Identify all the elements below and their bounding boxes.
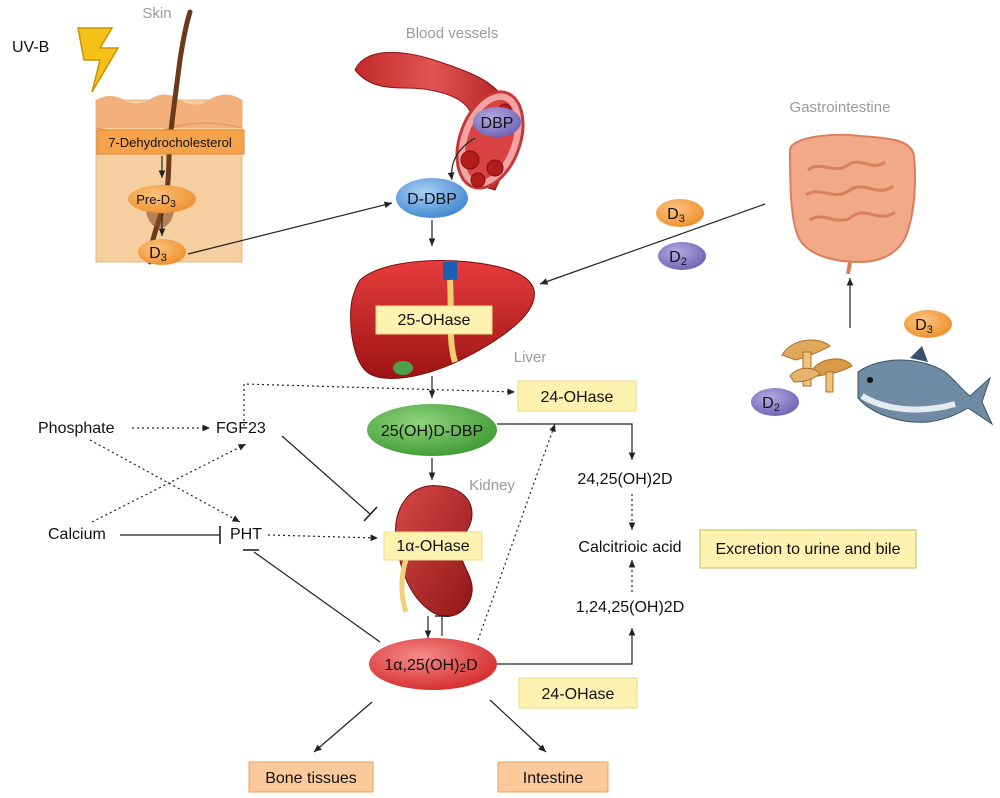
- oh-d-dbp-label: 25(OH)D-DBP: [381, 423, 483, 440]
- excretion-box: [699, 529, 917, 569]
- calcitriol-label: 1α,25(OH): [384, 657, 459, 674]
- oh-d-dbp-node: [367, 404, 497, 456]
- d3-fish-node: [904, 310, 952, 338]
- intestine-label: Intestine: [523, 770, 584, 787]
- fish-illustration: [857, 346, 994, 426]
- d2-mushroom-node: [751, 388, 799, 416]
- ohase-25-box: [375, 305, 493, 335]
- d2-mushroom-label: D: [762, 395, 774, 412]
- ohase-24-top-box: [517, 380, 637, 412]
- fgf23-label: FGF23: [216, 420, 266, 437]
- ohase-24-bottom-box: [518, 677, 638, 709]
- dbp-label: DBP: [481, 115, 514, 132]
- phosphate-label: Phosphate: [38, 420, 115, 437]
- d3-gut-node: [656, 199, 704, 227]
- d2-gut-node: [658, 242, 706, 270]
- svg-text:D3: D3: [915, 317, 933, 336]
- svg-text:D2: D2: [762, 395, 780, 414]
- region-skin-label: Skin: [142, 5, 171, 22]
- d3-fish-label: D: [915, 317, 927, 334]
- svg-text:Pre-D3: Pre-D3: [136, 192, 176, 210]
- dehydrocholesterol-box: [96, 129, 245, 155]
- d-dbp-label: D-DBP: [407, 191, 457, 208]
- uvb-label: UV-B: [12, 39, 49, 56]
- d3-skin-node: [138, 239, 186, 265]
- ohase-1a-box: [383, 531, 483, 561]
- d-1-24-25-label: 1,24,25(OH)2D: [576, 599, 685, 616]
- intestine-illustration: [788, 133, 917, 275]
- mushroom-illustration: [781, 339, 853, 393]
- svg-text:D2: D2: [669, 249, 687, 268]
- dbp-node: [473, 107, 521, 137]
- calcitriol-node: [369, 638, 497, 690]
- calcitroic-acid-label: Calcitrioic acid: [578, 539, 681, 556]
- d-dbp-node: [396, 178, 468, 218]
- d-24-25-label: 24,25(OH)2D: [577, 471, 672, 488]
- excretion-label: Excretion to urine and bile: [716, 541, 901, 558]
- d3-skin-subscript: 3: [161, 252, 167, 264]
- pre-d3-node: [128, 185, 196, 213]
- d2-gut-label: D: [669, 249, 681, 266]
- bone-tissues-box: [248, 761, 374, 793]
- svg-text:D3: D3: [149, 245, 167, 264]
- calcitriol-subscript: 2: [459, 661, 466, 675]
- region-blood-vessels-label: Blood vessels: [406, 25, 499, 42]
- pre-d3-subscript: 3: [170, 199, 176, 210]
- d3-gut-subscript: 3: [679, 213, 685, 225]
- d2-mushroom-subscript: 2: [774, 402, 780, 414]
- intestine-box: [497, 761, 609, 793]
- d3-gut-label: D: [667, 206, 679, 223]
- calcium-label: Calcium: [48, 526, 106, 543]
- lightning-icon: [77, 27, 120, 93]
- pre-d3-label: Pre-D: [136, 192, 170, 207]
- d3-skin-label: D: [149, 245, 161, 262]
- svg-text:D3: D3: [667, 206, 685, 225]
- ohase-25-label: 25-OHase: [398, 312, 471, 329]
- region-gastrointestine-label: Gastrointestine: [790, 99, 891, 116]
- ohase-24-bottom-label: 24-OHase: [542, 686, 615, 703]
- skin-illustration: [95, 9, 243, 265]
- ohase-24-top-label: 24-OHase: [541, 389, 614, 406]
- pht-label: PHT: [230, 526, 262, 543]
- d3-fish-subscript: 3: [927, 324, 933, 336]
- dehydrocholesterol-label: 7-Dehydrocholesterol: [108, 135, 232, 150]
- d2-gut-subscript: 2: [681, 256, 687, 268]
- svg-text:1α,25(OH)2D: 1α,25(OH)2D: [384, 657, 477, 675]
- calcitriol-suffix: D: [466, 657, 478, 674]
- ohase-1a-label: 1α-OHase: [396, 538, 469, 555]
- bone-tissues-label: Bone tissues: [265, 770, 357, 787]
- region-kidney-label: Kidney: [469, 477, 515, 494]
- region-liver-label: Liver: [514, 349, 547, 366]
